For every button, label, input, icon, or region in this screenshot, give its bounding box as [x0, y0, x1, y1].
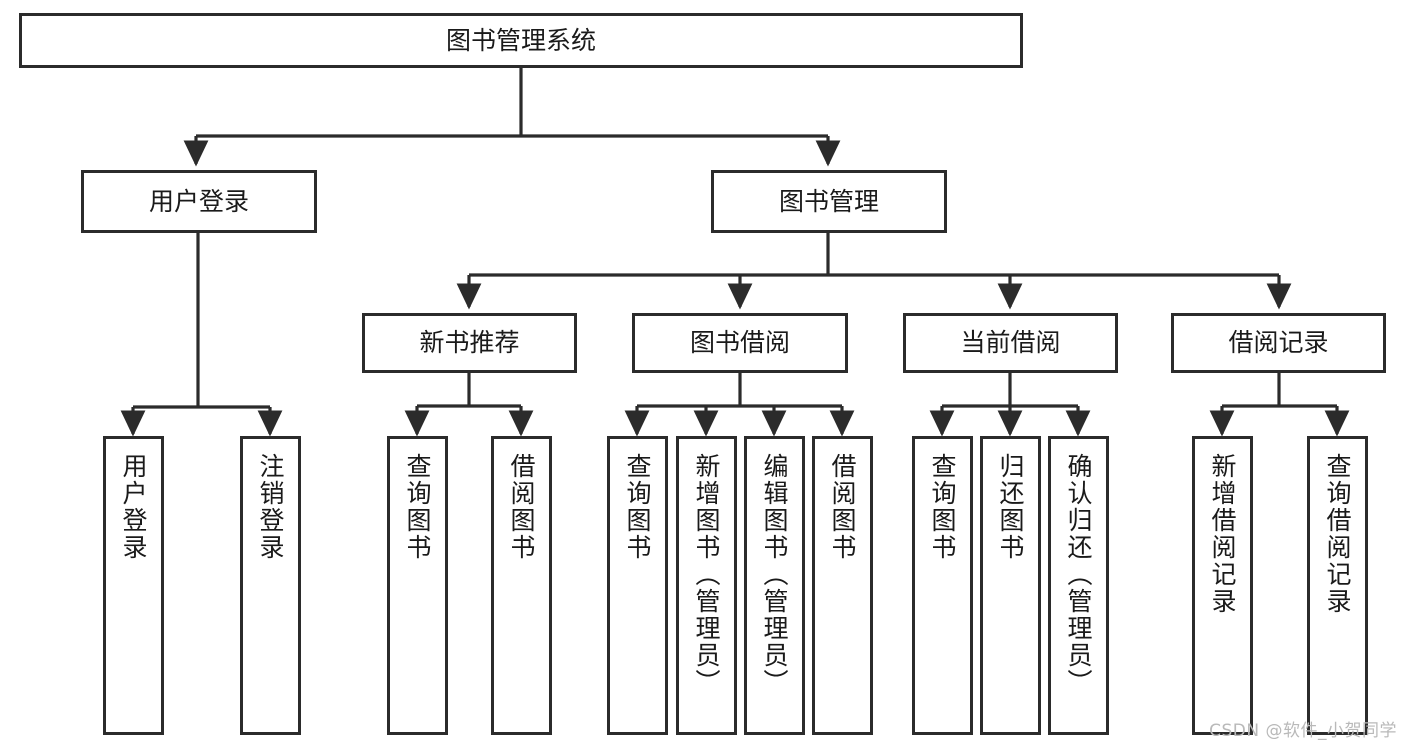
node-label: 新增图书（管理员） [692, 453, 721, 696]
leaf-user-login[interactable]: 用户登录 [103, 436, 164, 735]
node-label: 查询图书 [403, 453, 432, 561]
node-borrow-record[interactable]: 借阅记录 [1171, 313, 1386, 373]
leaf-return-book[interactable]: 归还图书 [980, 436, 1041, 735]
node-label: 新增借阅记录 [1208, 453, 1237, 615]
node-label: 查询图书 [623, 453, 652, 561]
node-label: 查询借阅记录 [1323, 453, 1352, 615]
node-label: 借阅图书 [507, 453, 536, 561]
leaf-query-book-current[interactable]: 查询图书 [912, 436, 973, 735]
node-label: 用户登录 [119, 453, 148, 561]
leaf-query-book-newbook[interactable]: 查询图书 [387, 436, 448, 735]
leaf-confirm-return-admin[interactable]: 确认归还（管理员） [1048, 436, 1109, 735]
leaf-borrow-book-newbook[interactable]: 借阅图书 [491, 436, 552, 735]
node-label: 归还图书 [996, 453, 1025, 561]
leaf-add-borrow-record[interactable]: 新增借阅记录 [1192, 436, 1253, 735]
watermark-text: CSDN @软件_小贺同学 [1209, 721, 1397, 741]
node-label: 借阅记录 [1228, 328, 1329, 358]
node-user-login[interactable]: 用户登录 [81, 170, 317, 233]
node-label: 注销登录 [256, 453, 285, 561]
leaf-borrow-book-borrow[interactable]: 借阅图书 [812, 436, 873, 735]
node-book-borrow[interactable]: 图书借阅 [632, 313, 848, 373]
leaf-logout[interactable]: 注销登录 [240, 436, 301, 735]
node-label: 查询图书 [928, 453, 957, 561]
node-label: 借阅图书 [828, 453, 857, 561]
node-label: 确认归还（管理员） [1064, 453, 1093, 696]
leaf-query-borrow-record[interactable]: 查询借阅记录 [1307, 436, 1368, 735]
node-current-borrow[interactable]: 当前借阅 [903, 313, 1118, 373]
node-label: 图书管理系统 [445, 25, 596, 55]
node-label: 用户登录 [148, 186, 249, 216]
node-root-system[interactable]: 图书管理系统 [19, 13, 1023, 68]
node-new-book-recommend[interactable]: 新书推荐 [362, 313, 577, 373]
node-label: 当前借阅 [960, 328, 1061, 358]
node-label: 图书借阅 [689, 328, 790, 358]
leaf-add-book-admin[interactable]: 新增图书（管理员） [676, 436, 737, 735]
node-label: 图书管理 [778, 186, 879, 216]
node-book-management[interactable]: 图书管理 [711, 170, 947, 233]
node-label: 新书推荐 [419, 328, 520, 358]
node-label: 编辑图书（管理员） [760, 453, 789, 696]
leaf-query-book-borrow[interactable]: 查询图书 [607, 436, 668, 735]
leaf-edit-book-admin[interactable]: 编辑图书（管理员） [744, 436, 805, 735]
